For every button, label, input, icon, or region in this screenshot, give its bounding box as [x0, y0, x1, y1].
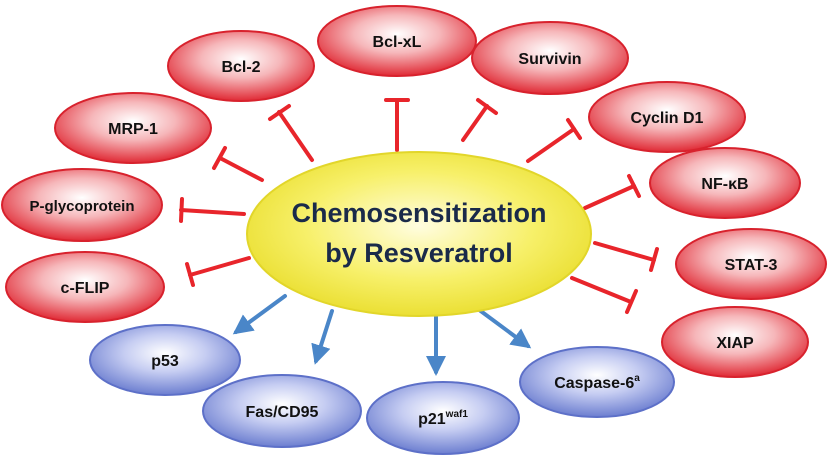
- activate-arrow-caspase6: [476, 307, 532, 349]
- activate-arrow-fas: [311, 309, 334, 365]
- inhibit-line-bcl2: [268, 104, 314, 162]
- center-node: Chemosensitization by Resveratrol: [246, 151, 592, 317]
- node-caspase6: Caspase-6a: [519, 346, 675, 418]
- node-label: Caspase-6a: [554, 373, 640, 392]
- node-label: p53: [151, 353, 179, 370]
- node-survivin: Survivin: [471, 21, 629, 95]
- center-title-line2: by Resveratrol: [325, 238, 513, 268]
- node-pglycoprotein: P-glycoprotein: [1, 168, 163, 242]
- node-label: Bcl-2: [221, 59, 260, 76]
- node-label: p21waf1: [418, 409, 468, 428]
- activate-arrow-p53: [232, 294, 287, 335]
- inhibit-line-xiap: [570, 276, 638, 314]
- node-fas-cd95: Fas/CD95: [202, 374, 362, 448]
- node-label: P-glycoprotein: [29, 198, 134, 215]
- node-bcl2: Bcl-2: [167, 30, 315, 102]
- node-label: NF-κB: [701, 176, 748, 193]
- inhibit-line-cyclind1: [526, 118, 582, 163]
- node-label: c-FLIP: [61, 280, 110, 297]
- node-label-main: Caspase-6: [554, 375, 634, 392]
- inhibit-line-nfkb: [583, 174, 641, 210]
- node-p53: p53: [89, 324, 241, 396]
- node-label-main: p21: [418, 411, 446, 428]
- node-bclxl: Bcl-xL: [317, 5, 477, 77]
- activated-nodes: p53 Fas/CD95 p21waf1 Caspase-6a: [89, 324, 675, 455]
- node-label: Survivin: [518, 51, 581, 68]
- node-nfkb: NF-κB: [649, 147, 801, 219]
- node-label: STAT-3: [725, 257, 778, 274]
- inhibited-nodes: Bcl-2 Bcl-xL Survivin Cyclin D1 MRP-1 NF…: [1, 5, 827, 378]
- node-label: MRP-1: [108, 121, 158, 138]
- inhibit-line-stat3: [593, 241, 659, 272]
- node-mrp1: MRP-1: [54, 92, 212, 164]
- center-title-line1: Chemosensitization: [291, 198, 546, 228]
- node-label: Bcl-xL: [373, 34, 422, 51]
- activation-arrows: [232, 294, 532, 376]
- node-label-sup: waf1: [445, 409, 469, 420]
- node-label-sup: a: [634, 373, 640, 384]
- node-xiap: XIAP: [661, 306, 809, 378]
- node-cyclind1: Cyclin D1: [588, 81, 746, 153]
- inhibition-lines: [179, 98, 659, 314]
- inhibit-line-survivin: [461, 98, 498, 142]
- inhibit-line-cflip: [185, 256, 251, 287]
- inhibit-line-bclxl: [384, 98, 410, 152]
- node-label: Cyclin D1: [631, 110, 704, 127]
- node-label: Fas/CD95: [246, 404, 319, 421]
- node-stat3: STAT-3: [675, 228, 827, 300]
- node-cflip: c-FLIP: [5, 251, 165, 323]
- inhibit-line-mrp1: [212, 146, 264, 182]
- node-p21: p21waf1: [366, 381, 520, 455]
- node-label: XIAP: [716, 335, 754, 352]
- inhibit-line-pglycoprotein: [179, 197, 246, 223]
